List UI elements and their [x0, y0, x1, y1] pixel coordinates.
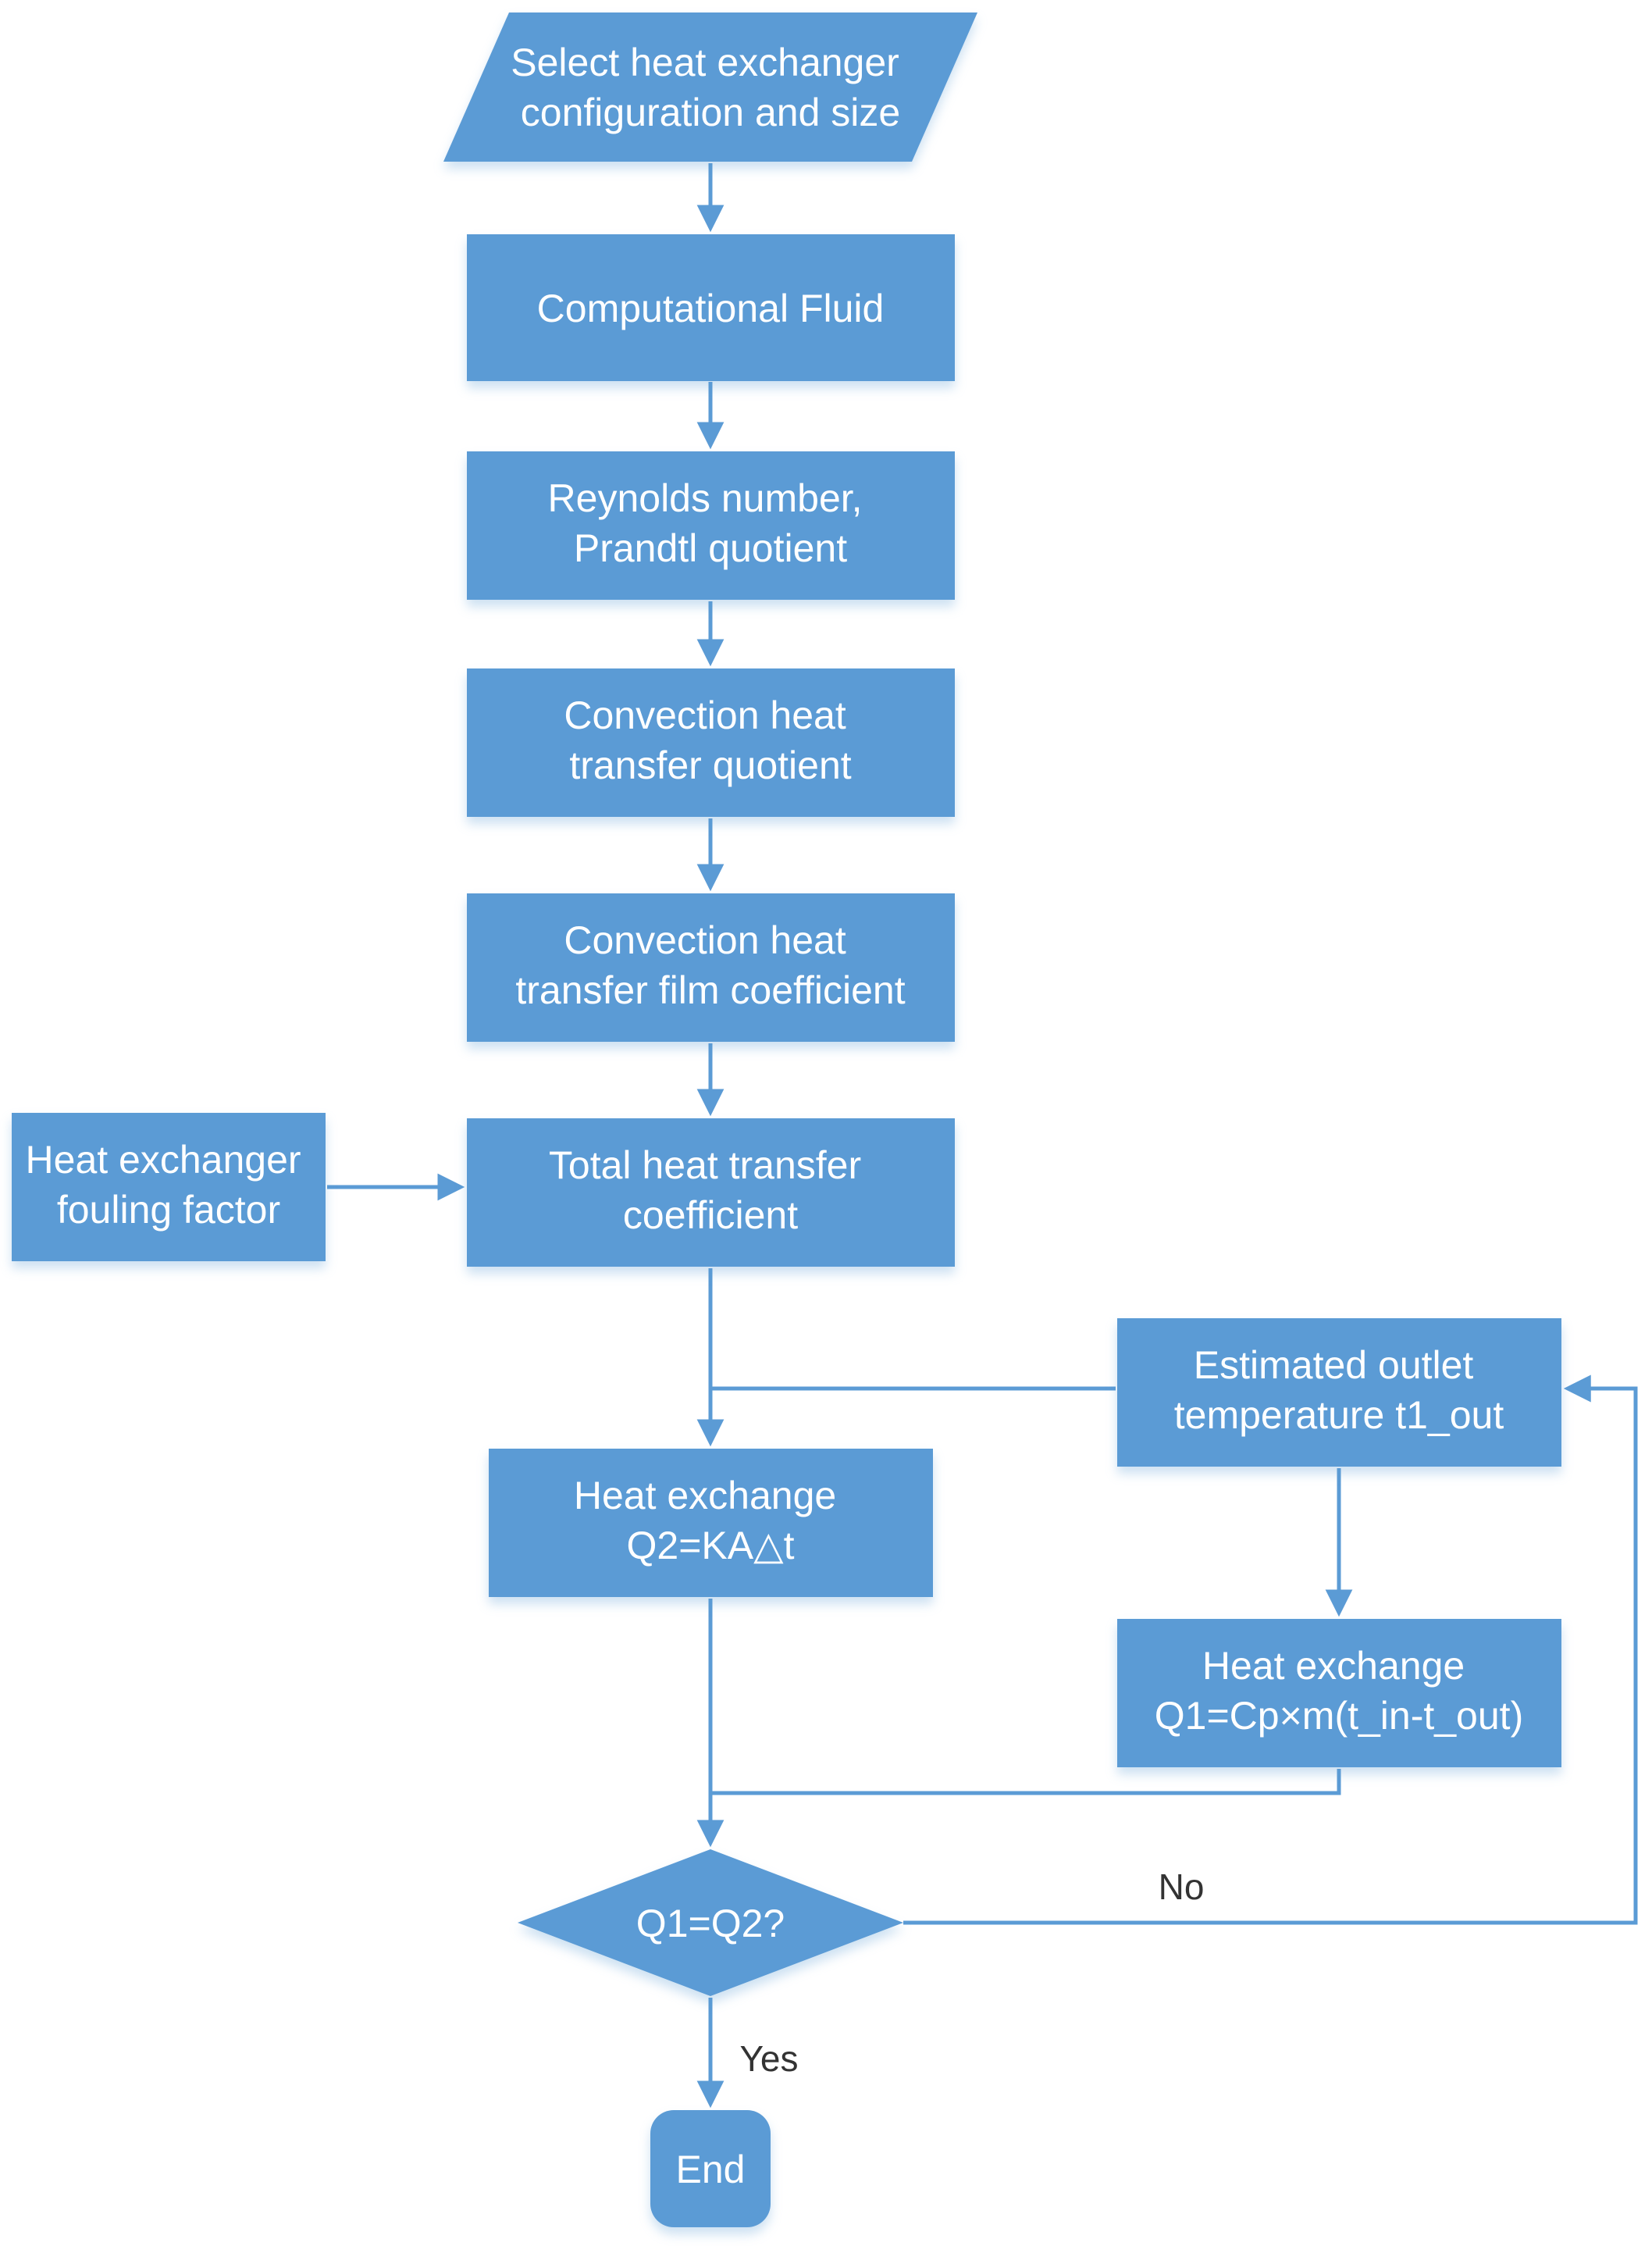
convection-film-node-label: Convection heat transfer film coefficien…: [515, 918, 905, 1012]
estimated-node-label: Estimated outlet temperature t1_out: [1174, 1343, 1504, 1437]
decision-node-line1: Q1=Q2?: [636, 1902, 785, 1945]
edge-decision-no-feedback: [903, 1374, 1638, 1925]
start-node-label: Select heat exchanger configuration and …: [511, 41, 910, 134]
q2-node-line1: Heat exchange: [574, 1474, 836, 1517]
q1-node-line2: Q1=Cp×m(t_in-t_out): [1155, 1694, 1523, 1738]
cfd-node-label: Computational Fluid: [537, 287, 885, 330]
estimated-node-line1: Estimated outlet: [1194, 1343, 1474, 1387]
q1-node-line1: Heat exchange: [1202, 1644, 1465, 1688]
fouling-node-line2: fouling factor: [57, 1188, 280, 1232]
start-node-line2: configuration and size: [521, 91, 900, 134]
convection-film-line2: transfer film coefficient: [515, 968, 905, 1012]
cfd-node-line1: Computational Fluid: [537, 287, 885, 330]
convection-quotient-line2: transfer quotient: [569, 743, 851, 787]
fouling-node-label: Heat exchanger fouling factor: [26, 1138, 312, 1232]
convection-quotient-line1: Convection heat: [564, 693, 846, 737]
decision-node-shape: [518, 1849, 903, 1996]
edge-q1-return-to-main: [710, 1769, 1341, 1795]
total-node-line1: Total heat transfer: [549, 1143, 861, 1187]
reynolds-node-shape: [467, 451, 955, 600]
reynolds-node-line2: Prandtl quotient: [574, 526, 847, 570]
end-node-shape: [650, 2110, 771, 2227]
q2-node-line2: Q2=KA△t: [627, 1524, 795, 1567]
q2-node-shape: [489, 1449, 933, 1597]
decision-node-label: Q1=Q2?: [636, 1902, 785, 1945]
reynolds-node-line1: Reynolds number,: [548, 476, 863, 520]
start-node-line1: Select heat exchanger: [511, 41, 899, 84]
fouling-node-shape: [12, 1113, 326, 1261]
fouling-node-line1: Heat exchanger: [26, 1138, 301, 1182]
start-node-shape: [443, 12, 977, 162]
estimated-node-shape: [1117, 1318, 1561, 1467]
estimated-node-line2: temperature t1_out: [1174, 1393, 1504, 1437]
q1-node-shape: [1117, 1619, 1561, 1767]
yes-branch-label: Yes: [739, 2038, 798, 2079]
convection-quotient-node-label: Convection heat transfer quotient: [564, 693, 856, 787]
total-node-shape: [467, 1118, 955, 1267]
end-node-line1: End: [676, 2148, 746, 2191]
total-node-line2: coefficient: [623, 1193, 798, 1237]
convection-quotient-node-shape: [467, 668, 955, 817]
q1-node-label: Heat exchange Q1=Cp×m(t_in-t_out): [1155, 1644, 1523, 1738]
convection-film-line1: Convection heat: [564, 918, 846, 962]
no-branch-label: No: [1159, 1866, 1205, 1907]
end-node-label: End: [676, 2148, 746, 2191]
reynolds-node-label: Reynolds number, Prandtl quotient: [548, 476, 874, 570]
total-node-label: Total heat transfer coefficient: [549, 1143, 872, 1237]
q2-node-label: Heat exchange Q2=KA△t: [574, 1474, 847, 1567]
cfd-node-shape: [467, 234, 955, 381]
convection-film-node-shape: [467, 893, 955, 1042]
